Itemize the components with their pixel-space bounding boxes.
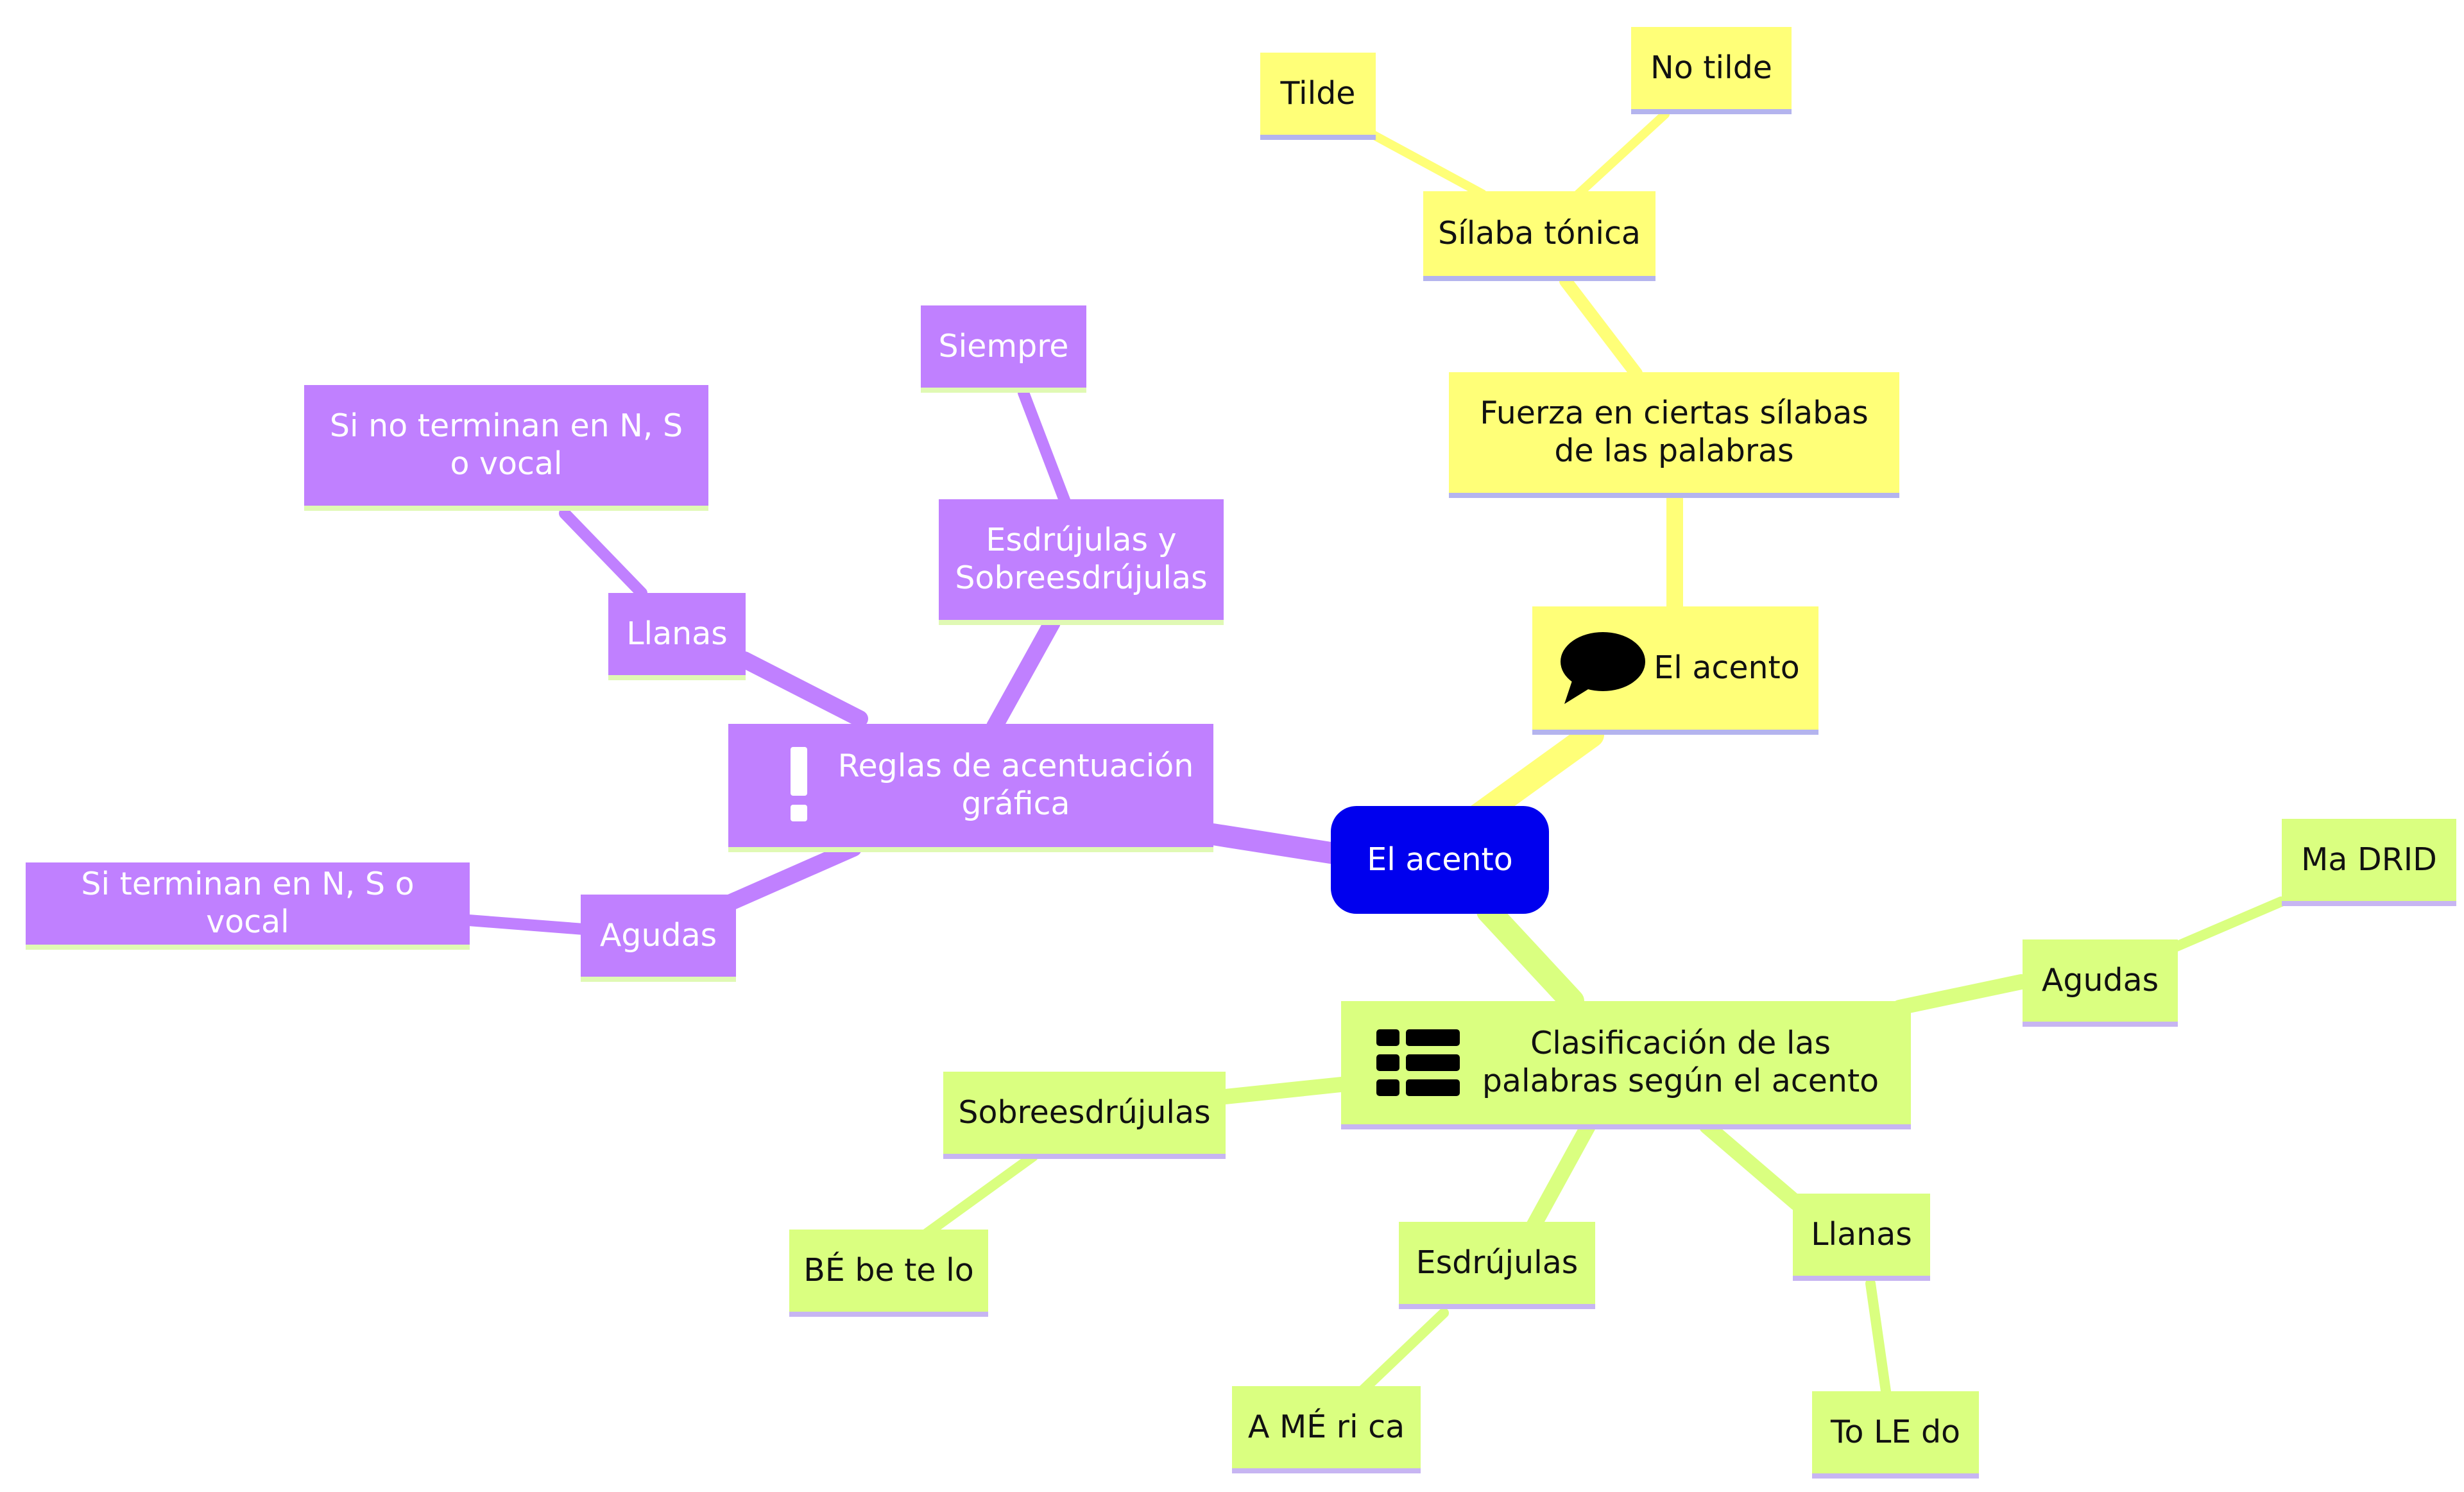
purple-llanas-label: Llanas: [626, 615, 728, 652]
edge-yellow-tilde: [1369, 130, 1487, 198]
yellow-tilde-node[interactable]: Tilde: [1260, 53, 1376, 140]
purple-main-node[interactable]: Reglas de acentuación gráfica: [728, 724, 1213, 852]
edge-green-madrid: [2164, 896, 2286, 955]
green-toledo-label: To LE do: [1830, 1413, 1961, 1450]
yellow-notilde-node[interactable]: No tilde: [1631, 27, 1792, 114]
purple-agudas-rule-label: Si terminan en N, S o vocal: [81, 866, 415, 940]
edge-purple-esdrujulas: [986, 614, 1061, 735]
purple-llanas-rule-label: Si no terminan en N, S o vocal: [329, 407, 683, 482]
green-agudas-node[interactable]: Agudas: [2023, 939, 2178, 1027]
green-llanas-node[interactable]: Llanas: [1793, 1194, 1930, 1281]
yellow-tonic-label: Sílaba tónica: [1438, 214, 1641, 252]
purple-esdrujulas-node[interactable]: Esdrújulas y Sobreesdrújulas: [939, 499, 1224, 625]
edge-purple-agudas: [717, 840, 862, 913]
edge-root-green: [1476, 899, 1584, 1013]
edge-purple-agudas-rule: [463, 914, 590, 935]
edge-green-america: [1355, 1308, 1449, 1398]
edge-green-llanas: [1699, 1119, 1804, 1211]
edge-green-agudas: [1892, 974, 2029, 1015]
yellow-definition-node[interactable]: Fuerza en ciertas sílabas de las palabra…: [1449, 372, 1899, 498]
purple-main-label: Reglas de acentuación gráfica: [837, 748, 1194, 822]
green-esdrujulas-label: Esdrújulas: [1416, 1244, 1579, 1281]
root-node[interactable]: El acento: [1331, 806, 1549, 914]
edge-purple-llanas-rule: [559, 508, 647, 599]
green-main-node[interactable]: Clasificación de las palabras según el a…: [1341, 1001, 1911, 1129]
edge-purple-llanas: [736, 651, 868, 727]
purple-llanas-rule-node[interactable]: Si no terminan en N, S o vocal: [304, 385, 708, 511]
purple-llanas-node[interactable]: Llanas: [608, 593, 746, 680]
speech-bubble-icon: [1558, 630, 1648, 707]
green-bebetelo-node[interactable]: BÉ be te lo: [789, 1230, 988, 1317]
root-node-label: El acento: [1367, 841, 1513, 878]
green-america-label: A MÉ ri ca: [1247, 1408, 1405, 1445]
yellow-main-label: El acento: [1654, 649, 1800, 686]
edge-root-purple: [1202, 823, 1346, 864]
edge-yellow-tonic: [1559, 275, 1643, 380]
green-sobreesdrujulas-label: Sobreesdrújulas: [958, 1093, 1211, 1131]
green-america-node[interactable]: A MÉ ri ca: [1232, 1386, 1421, 1473]
purple-agudas-label: Agudas: [599, 916, 717, 954]
green-agudas-label: Agudas: [2041, 961, 2159, 999]
purple-esdrujulas-label: Esdrújulas y Sobreesdrújulas: [955, 522, 1208, 596]
green-toledo-node[interactable]: To LE do: [1812, 1391, 1979, 1479]
yellow-tilde-label: Tilde: [1280, 74, 1356, 112]
green-madrid-node[interactable]: Ma DRID: [2282, 819, 2456, 906]
edge-green-sobre: [1211, 1077, 1349, 1105]
yellow-definition-label: Fuerza en ciertas sílabas de las palabra…: [1480, 395, 1869, 469]
green-esdrujulas-node[interactable]: Esdrújulas: [1399, 1222, 1595, 1309]
list-icon: [1373, 1029, 1463, 1096]
purple-siempre-label: Siempre: [938, 327, 1069, 364]
edge-yellow-notilde: [1574, 110, 1670, 198]
green-main-label: Clasificación de las palabras según el a…: [1482, 1025, 1879, 1099]
green-bebetelo-label: BÉ be te lo: [803, 1251, 974, 1289]
yellow-tonic-node[interactable]: Sílaba tónica: [1423, 191, 1656, 281]
yellow-main-node[interactable]: El acento: [1532, 606, 1818, 735]
edge-green-esdrujulas: [1526, 1119, 1596, 1233]
edge-purple-siempre: [1018, 387, 1071, 508]
edge-root-yellow: [1463, 722, 1604, 831]
purple-siempre-node[interactable]: Siempre: [921, 305, 1086, 393]
yellow-notilde-label: No tilde: [1650, 49, 1772, 86]
green-llanas-label: Llanas: [1811, 1215, 1912, 1253]
green-madrid-label: Ma DRID: [2301, 841, 2437, 878]
edge-green-bebe: [919, 1151, 1038, 1240]
exclamation-icon: [767, 747, 831, 824]
purple-agudas-rule-node[interactable]: Si terminan en N, S o vocal: [26, 862, 470, 950]
purple-agudas-node[interactable]: Agudas: [581, 895, 736, 982]
edge-green-toledo: [1865, 1278, 1892, 1401]
green-sobreesdrujulas-node[interactable]: Sobreesdrújulas: [943, 1072, 1226, 1159]
